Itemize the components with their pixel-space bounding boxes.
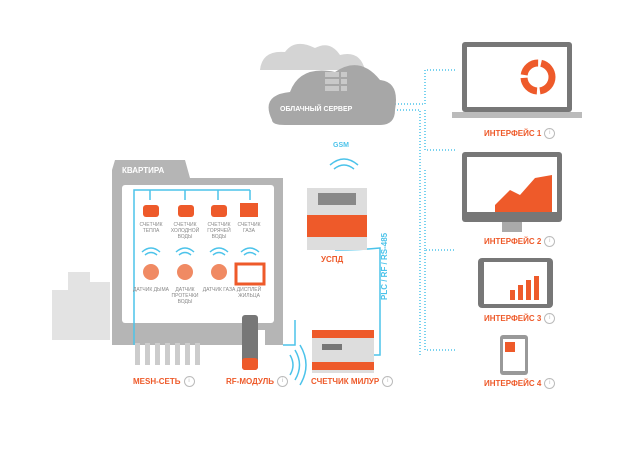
interface-text: ИНТЕРФЕЙС 2	[484, 237, 542, 246]
rf-module-icon	[242, 315, 258, 370]
apartment-title: КВАРТИРА	[122, 166, 165, 175]
info-icon[interactable]: i	[382, 376, 394, 387]
gsm-label: GSM	[333, 142, 349, 149]
sensor-label: ДАТЧИК ГАЗА	[202, 287, 236, 293]
cloud-icon	[268, 65, 396, 125]
info-icon[interactable]: i	[544, 236, 556, 247]
meter-icons	[143, 203, 258, 217]
info-icon[interactable]: i	[183, 376, 195, 387]
info-icon[interactable]: i	[544, 313, 556, 324]
uspd-label: УСПД	[321, 255, 343, 264]
cloud-label: ОБЛАЧНЫЙ СЕРВЕР	[280, 106, 353, 113]
link-label: PLC / RF / RS-485	[380, 232, 389, 300]
meter-label: СЧЕТЧИК ГОРЯЧЕЙ ВОДЫ	[207, 222, 231, 240]
sensor-label: ДАТЧИК ПРОТЕЧКИ ВОДЫ	[171, 287, 199, 305]
milur-text: СЧЕТЧИК МИЛУР	[311, 377, 380, 386]
interface-text: ИНТЕРФЕЙС 3	[484, 314, 542, 323]
mesh-text: MESH-СЕТЬ	[133, 377, 181, 386]
info-icon[interactable]: i	[276, 376, 288, 387]
wifi-icons	[141, 158, 359, 386]
sensor-label: ДАТЧИК ДЫМА	[133, 287, 169, 293]
server-icon	[325, 72, 347, 91]
meter-label: СЧЕТЧИК ТЕПЛА	[139, 222, 163, 234]
meter-label: СЧЕТЧИК ГАЗА	[237, 222, 261, 234]
back-cloud-icon	[260, 43, 365, 70]
uspd-text: УСПД	[321, 255, 344, 264]
buildings-icon	[52, 272, 110, 340]
interface-text: ИНТЕРФЕЙС 4	[484, 379, 542, 388]
info-icon[interactable]: i	[544, 378, 556, 389]
sensor-label: ДИСПЛЕЙ ЖИЛЬЦА	[236, 287, 262, 299]
gsm-wifi-icon	[329, 158, 359, 170]
interface-text: ИНТЕРФЕЙС 1	[484, 129, 542, 138]
meter-label: СЧЕТЧИК ХОЛОДНОЙ ВОДЫ	[170, 222, 200, 240]
sensor-icons	[143, 264, 227, 280]
info-icon[interactable]: i	[544, 128, 556, 139]
mesh-nodes-icon	[135, 343, 200, 365]
resident-display-icon	[234, 262, 266, 286]
rf-text: RF-МОДУЛЬ	[226, 377, 274, 386]
